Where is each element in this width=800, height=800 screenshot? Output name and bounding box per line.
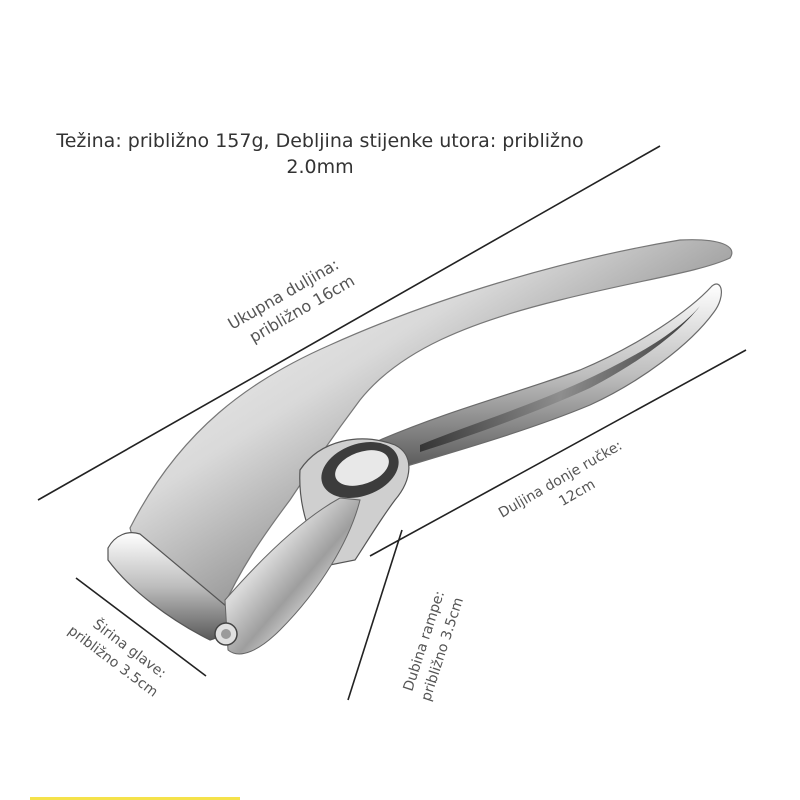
ramp-depth-label: Dubina rampe: približno 3.5cm: [399, 585, 468, 704]
hinge-pin-center: [221, 629, 231, 639]
weight-note-line-1: Težina: približno 157g, Debljina stijenk…: [56, 130, 584, 152]
lower-handle-line: [369, 349, 747, 557]
lower-handle-groove: [420, 306, 700, 452]
head-width-label: Širina glave: približno 3.5cm: [65, 605, 174, 700]
press-scoop: [224, 497, 361, 655]
press-bowl-inner: [335, 450, 389, 486]
head-width-line: [75, 577, 207, 677]
total-length-label: Ukupna duljina: približno 16cm: [225, 252, 358, 353]
lower-handle-label: Duljina donje ručke: 12cm: [496, 435, 639, 538]
accent-bar: [30, 797, 240, 800]
weight-note: Težina: približno 157g, Debljina stijenk…: [40, 128, 600, 180]
weight-note-line-2: 2.0mm: [286, 156, 354, 178]
garlic-press-icon: [107, 239, 733, 655]
ramp-depth-line: [347, 529, 403, 701]
lower-handle: [379, 283, 722, 469]
total-length-line: [37, 145, 661, 501]
